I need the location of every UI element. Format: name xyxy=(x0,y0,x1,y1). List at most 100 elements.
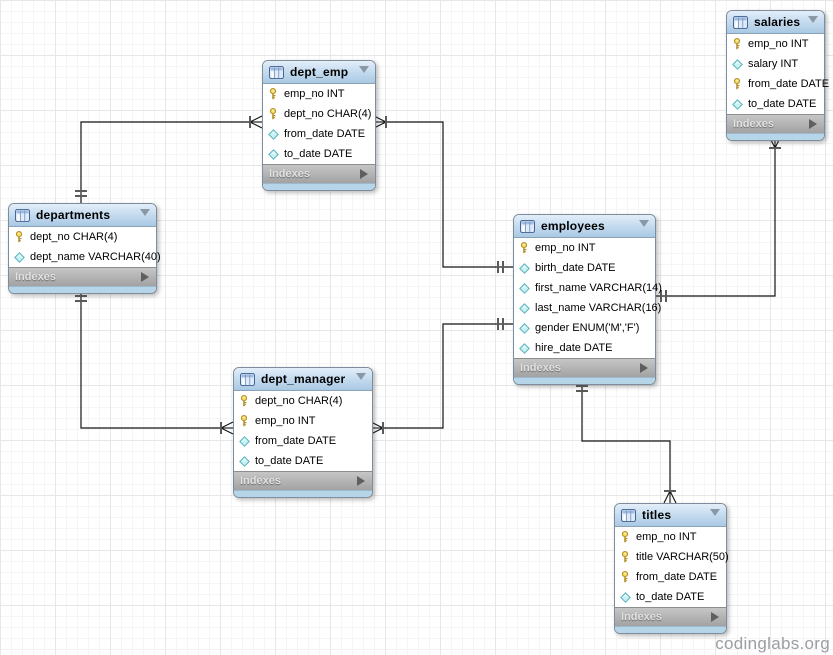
column-label: emp_no INT xyxy=(255,415,316,427)
column-row[interactable]: dept_no CHAR(4) xyxy=(234,391,372,411)
column-row[interactable]: from_date DATE xyxy=(615,567,726,587)
primary-key-icon xyxy=(268,108,281,120)
column-row[interactable]: emp_no INT xyxy=(263,84,375,104)
not-null-icon xyxy=(519,322,532,334)
indexes-label: Indexes xyxy=(520,362,561,374)
relationship-departments-dept_emp[interactable] xyxy=(75,115,263,203)
column-row[interactable]: from_date DATE xyxy=(263,124,375,144)
collapse-caret-icon[interactable] xyxy=(639,220,649,227)
column-row[interactable]: dept_name VARCHAR(40) xyxy=(9,247,161,267)
column-row[interactable]: to_date DATE xyxy=(234,451,372,471)
column-row[interactable]: to_date DATE xyxy=(615,587,726,607)
column-label: to_date DATE xyxy=(255,455,324,467)
entity-table-titles[interactable]: titles emp_no INT title VARCHAR(50)from_da… xyxy=(614,503,729,634)
relationship-departments-dept_manager[interactable] xyxy=(75,289,234,435)
indexes-label: Indexes xyxy=(733,118,774,130)
column-label: dept_no CHAR(4) xyxy=(30,231,118,243)
column-row[interactable]: from_date DATE xyxy=(234,431,372,451)
indexes-label: Indexes xyxy=(240,475,281,487)
table-icon xyxy=(240,372,255,386)
table-header[interactable]: dept_manager xyxy=(234,368,372,391)
indexes-row[interactable]: Indexes xyxy=(9,267,156,286)
indexes-row[interactable]: Indexes xyxy=(234,471,372,490)
collapse-caret-icon[interactable] xyxy=(140,209,150,216)
column-label: emp_no INT xyxy=(748,38,809,50)
column-row[interactable]: to_date DATE xyxy=(263,144,375,164)
indexes-row[interactable]: Indexes xyxy=(727,114,824,133)
relationship-employees-titles[interactable] xyxy=(576,380,677,504)
expand-arrow-icon[interactable] xyxy=(357,476,365,486)
column-row[interactable]: last_name VARCHAR(16) xyxy=(514,298,661,318)
indexes-row[interactable]: Indexes xyxy=(263,164,375,183)
table-icon xyxy=(15,208,30,222)
primary-key-icon xyxy=(239,415,252,427)
column-label: from_date DATE xyxy=(748,78,830,90)
collapse-caret-icon[interactable] xyxy=(359,66,369,73)
expand-arrow-icon[interactable] xyxy=(360,169,368,179)
relationship-line[interactable] xyxy=(80,289,221,429)
crow-foot-many-icon xyxy=(220,421,234,435)
table-header[interactable]: departments xyxy=(9,204,156,227)
table-header[interactable]: titles xyxy=(615,504,726,527)
primary-key-icon xyxy=(14,231,27,243)
column-row[interactable]: from_date DATE xyxy=(727,74,829,94)
table-header[interactable]: employees xyxy=(514,215,655,238)
watermark: codinglabs.org xyxy=(715,634,830,653)
column-label: first_name VARCHAR(14) xyxy=(535,282,662,294)
table-title: departments xyxy=(36,208,111,222)
table-header[interactable]: dept_emp xyxy=(263,61,375,84)
relationship-line[interactable] xyxy=(80,121,250,203)
column-row[interactable]: emp_no INT xyxy=(727,34,824,54)
relationship-employees-salaries[interactable] xyxy=(654,135,782,302)
table-title: titles xyxy=(642,508,672,522)
table-title: dept_manager xyxy=(261,372,346,386)
relationship-line[interactable] xyxy=(383,323,513,429)
expand-arrow-icon[interactable] xyxy=(640,363,648,373)
relationship-line[interactable] xyxy=(654,148,776,297)
entity-table-departments[interactable]: departments dept_no CHAR(4) dept_name VARC… xyxy=(8,203,161,294)
collapse-caret-icon[interactable] xyxy=(808,16,818,23)
primary-key-icon xyxy=(519,242,532,254)
expand-arrow-icon[interactable] xyxy=(711,612,719,622)
column-row[interactable]: to_date DATE xyxy=(727,94,824,114)
collapse-caret-icon[interactable] xyxy=(356,373,366,380)
columns-list: emp_no INT title VARCHAR(50)from_date DAT… xyxy=(615,527,729,607)
primary-key-icon xyxy=(620,551,633,563)
column-row[interactable]: gender ENUM('M','F') xyxy=(514,318,655,338)
column-row[interactable]: salary INT xyxy=(727,54,824,74)
column-row[interactable]: birth_date DATE xyxy=(514,258,655,278)
column-row[interactable]: dept_no CHAR(4) xyxy=(263,104,375,124)
indexes-row[interactable]: Indexes xyxy=(615,607,726,626)
relationship-employees-dept_manager[interactable] xyxy=(370,318,513,435)
relationship-employees-dept_emp[interactable] xyxy=(373,115,513,273)
column-row[interactable]: title VARCHAR(50) xyxy=(615,547,729,567)
table-footer xyxy=(9,286,156,293)
entity-table-dept_manager[interactable]: dept_manager dept_no CHAR(4) emp_no INT fro… xyxy=(233,367,373,498)
entity-table-salaries[interactable]: salaries emp_no INT salary INT from_date DA… xyxy=(726,10,829,141)
relationship-line[interactable] xyxy=(386,121,513,268)
column-row[interactable]: hire_date DATE xyxy=(514,338,655,358)
collapse-caret-icon[interactable] xyxy=(710,509,720,516)
expand-arrow-icon[interactable] xyxy=(141,272,149,282)
not-null-icon xyxy=(519,342,532,354)
relationship-line[interactable] xyxy=(581,380,671,491)
column-row[interactable]: emp_no INT xyxy=(234,411,372,431)
column-row[interactable]: emp_no INT xyxy=(514,238,655,258)
table-icon xyxy=(733,15,748,29)
table-header[interactable]: salaries xyxy=(727,11,824,34)
column-label: to_date DATE xyxy=(748,98,817,110)
expand-arrow-icon[interactable] xyxy=(809,119,817,129)
not-null-icon xyxy=(519,282,532,294)
column-row[interactable]: first_name VARCHAR(14) xyxy=(514,278,662,298)
column-row[interactable]: dept_no CHAR(4) xyxy=(9,227,156,247)
column-label: dept_no CHAR(4) xyxy=(255,395,343,407)
indexes-row[interactable]: Indexes xyxy=(514,358,655,377)
one-cardinality-icon xyxy=(75,295,87,302)
column-row[interactable]: emp_no INT xyxy=(615,527,726,547)
column-label: emp_no INT xyxy=(636,531,697,543)
